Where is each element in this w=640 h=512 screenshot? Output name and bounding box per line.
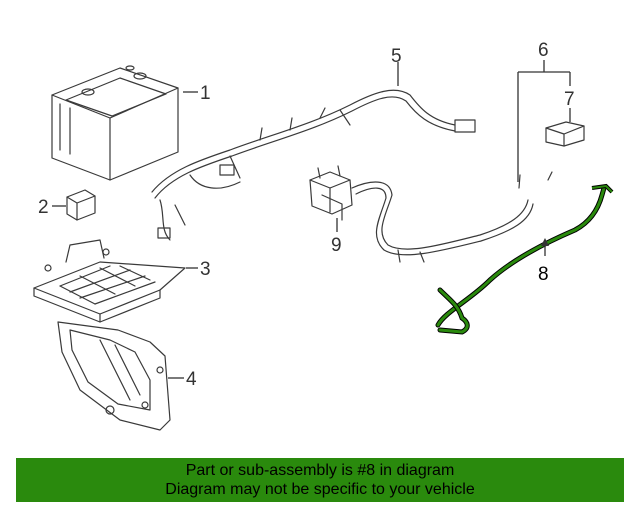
battery-tray-part (33, 239, 186, 323)
wiring-harness-part (151, 89, 476, 241)
battery-bracket-part (57, 321, 171, 431)
callout-5: 5 (391, 46, 402, 67)
battery-part (51, 65, 179, 181)
negative-battery-cable-part (435, 183, 614, 335)
callout-9: 9 (331, 235, 342, 256)
cable-terminal-part (518, 121, 585, 189)
banner-line-1: Part or sub-assembly is #8 in diagram (185, 462, 455, 479)
callout-7: 7 (564, 89, 575, 110)
callout-4: 4 (186, 369, 197, 390)
callout-2: 2 (38, 197, 49, 218)
callout-6: 6 (538, 40, 549, 61)
callout-3: 3 (200, 259, 211, 280)
relay-part (309, 165, 353, 221)
spacer-block-part (66, 189, 96, 221)
banner-line-2: Diagram may not be specific to your vehi… (165, 481, 475, 498)
callout-8: 8 (538, 264, 549, 285)
callout-1: 1 (200, 83, 211, 104)
parts-diagram: 1 2 3 4 5 (33, 40, 614, 431)
info-banner: Part or sub-assembly is #8 in diagram Di… (16, 458, 624, 502)
positive-cable-part (351, 181, 534, 263)
